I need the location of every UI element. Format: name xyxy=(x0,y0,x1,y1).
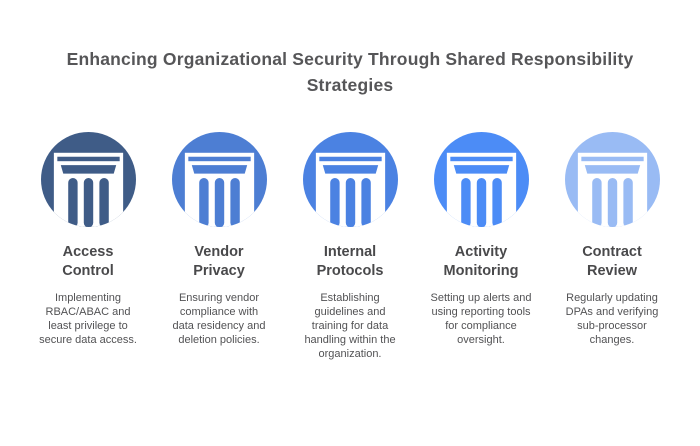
card-activity-monitoring: Activity Monitoring Setting up alerts an… xyxy=(419,132,543,361)
card-heading: Activity Monitoring xyxy=(443,244,519,279)
card-vendor-privacy: Vendor Privacy Ensuring vendor complianc… xyxy=(157,132,281,361)
card-heading: Contract Review xyxy=(582,244,642,279)
card-heading: Vendor Privacy xyxy=(193,244,245,279)
pillar-icon xyxy=(315,152,385,227)
pillar-icon xyxy=(184,152,254,227)
pillar-circle xyxy=(433,132,529,227)
card-description: Implementing RBAC/ABAC and least privile… xyxy=(39,292,137,346)
card-heading: Internal Protocols xyxy=(316,244,384,279)
pillar-icon xyxy=(577,152,647,227)
pillar-circle xyxy=(171,132,267,227)
card-contract-review: Contract Review Regularly updating DPAs … xyxy=(550,132,674,361)
card-description: Establishing guidelines and training for… xyxy=(304,292,396,360)
pillar-icon xyxy=(53,152,123,227)
card-internal-protocols: Internal Protocols Establishing guidelin… xyxy=(288,132,412,361)
strategy-cards-row: Access Control Implementing RBAC/ABAC an… xyxy=(0,132,700,361)
card-heading: Access Control xyxy=(62,244,114,279)
card-description: Ensuring vendor compliance with data res… xyxy=(172,292,266,346)
card-description: Regularly updating DPAs and verifying su… xyxy=(565,292,659,346)
card-description: Setting up alerts and using reporting to… xyxy=(430,292,532,346)
page-title: Enhancing Organizational Security Throug… xyxy=(66,49,634,95)
pillar-icon xyxy=(446,152,516,227)
card-access-control: Access Control Implementing RBAC/ABAC an… xyxy=(26,132,150,361)
pillar-circle xyxy=(302,132,398,227)
pillar-circle xyxy=(564,132,660,227)
pillar-circle xyxy=(40,132,136,227)
